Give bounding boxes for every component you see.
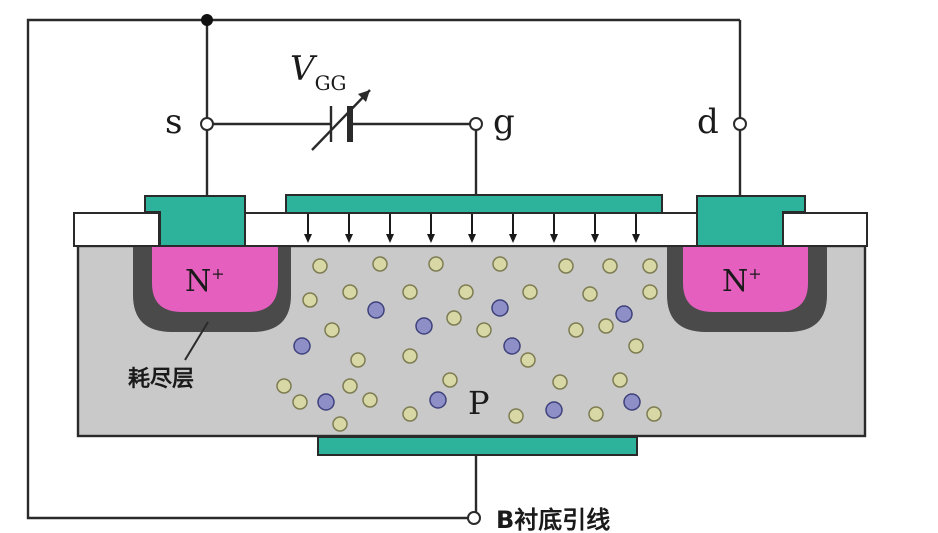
n-plus-left-label: N+ [185,264,225,299]
hole-particle [342,284,358,300]
hole-particle [324,322,340,338]
depletion-pointer [184,321,209,361]
hole-particle [568,322,584,338]
source-contact [144,195,246,247]
substrate-terminal [467,511,481,525]
n-plus-right-label: N+ [722,264,762,299]
hole-particle [612,372,628,388]
hole-particle [312,258,328,274]
drain-label: d [697,102,719,142]
field-arrow-head [591,234,599,243]
gate-label: g [493,102,515,142]
hole-particle [332,416,348,432]
hole-particle [508,408,524,424]
hole-particle [558,258,574,274]
hole-particle [446,310,462,326]
field-arrow-head [386,234,394,243]
hole-particle [402,348,418,364]
p-region-label: P [468,384,490,422]
hole-particle [492,256,508,272]
substrate-lead-label: B衬底引线 [496,506,610,533]
hole-particle [628,338,644,354]
hole-particle [458,284,474,300]
drain-terminal [733,117,747,131]
hole-particle [428,256,444,272]
source-terminal [200,117,214,131]
field-arrow-head [427,234,435,243]
carrier-particles [276,256,662,432]
hole-particle [588,406,604,422]
electron-particle [293,337,311,355]
hole-particle [342,378,358,394]
field-arrow-head [550,234,558,243]
hole-particle [276,378,292,394]
field-arrow-head [468,234,476,243]
hole-particle [642,258,658,274]
gate-terminal [469,117,483,131]
electron-particle [415,317,433,335]
field-arrow-head [509,234,517,243]
circuit-wires [26,18,742,520]
hole-particle [552,374,568,390]
oxide-right [780,212,868,247]
hole-particle [598,318,614,334]
oxide-left [73,212,160,247]
hole-particle [442,372,458,388]
depletion-label: 耗尽层 [128,366,194,392]
hole-particle [520,352,536,368]
electron-particle [429,391,447,409]
hole-particle [642,284,658,300]
electron-particle [615,305,633,323]
hole-particle [402,406,418,422]
gate-electrode [285,194,663,214]
hole-particle [476,322,492,338]
field-arrow-head [304,234,312,243]
hole-particle [582,286,598,302]
electron-particle [623,393,641,411]
vgg-source-symbol [311,89,371,151]
field-arrow-head [345,234,353,243]
hole-particle [302,292,318,308]
junction-dot [201,14,213,26]
n-plus-left [152,247,278,312]
hole-particle [372,256,388,272]
source-label: s [165,102,182,142]
hole-particle [602,258,618,274]
electron-particle [503,337,521,355]
electron-particle [317,393,335,411]
substrate-electrode [317,436,638,456]
electron-particle [491,299,509,317]
n-plus-right [683,247,808,312]
hole-particle [522,284,538,300]
hole-particle [350,352,366,368]
hole-particle [362,392,378,408]
electric-field-arrows [304,214,640,243]
field-arrow-head [632,234,640,243]
hole-particle [292,394,308,410]
hole-particle [402,284,418,300]
hole-particle [646,406,662,422]
electron-particle [367,301,385,319]
electron-particle [545,401,563,419]
drain-contact [696,195,806,247]
vgg-label: VGG [290,49,347,95]
